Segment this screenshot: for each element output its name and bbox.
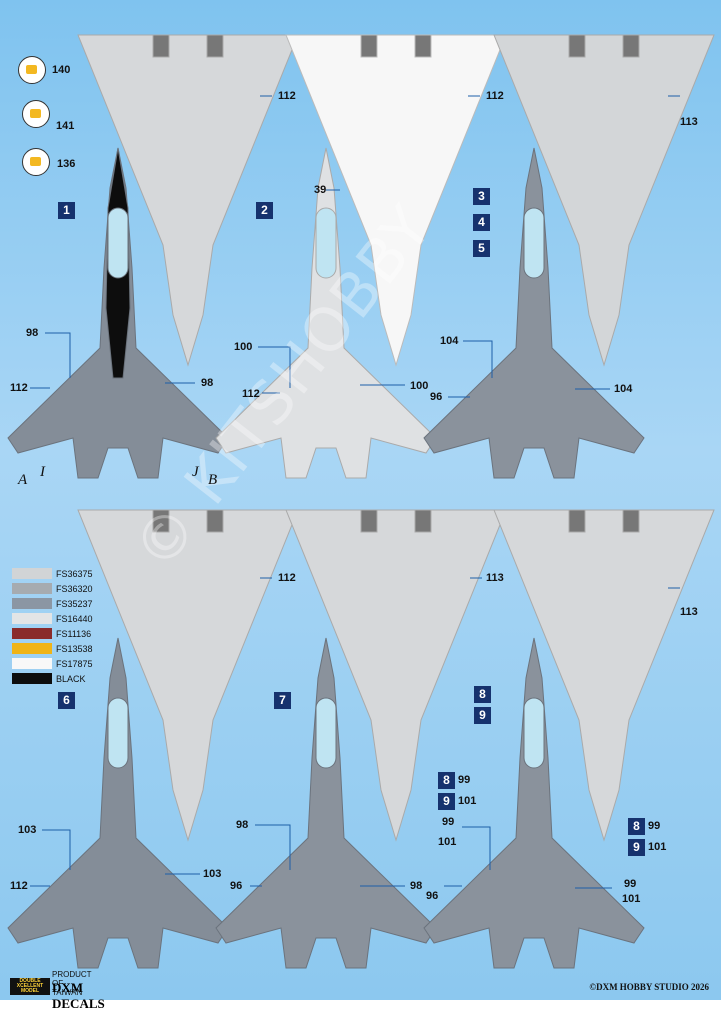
callout-label: 103 xyxy=(18,824,37,836)
scheme-badge: 2 xyxy=(256,202,273,219)
callout-label: 39 xyxy=(314,184,327,196)
logo-line: MODEL xyxy=(20,988,40,994)
patch-label: 140 xyxy=(52,64,71,76)
position-letter: A xyxy=(18,472,28,488)
callout-label: 101 xyxy=(438,836,457,848)
color-swatch: FS17875 xyxy=(12,657,107,670)
position-letter: J xyxy=(192,464,199,480)
callout-label: 112 xyxy=(10,382,28,394)
callout-label: 104 xyxy=(614,383,633,395)
scheme-badge: 1 xyxy=(58,202,75,219)
product-origin: PRODUCT OF TAIWAN xyxy=(52,970,92,997)
color-swatch: FS16440 xyxy=(12,612,107,625)
scheme-badge: 9 xyxy=(438,793,455,810)
callout-label: 96 xyxy=(230,880,243,892)
callout-label: 100 xyxy=(410,380,429,392)
callout-label: 99 xyxy=(624,878,637,890)
color-swatch: FS36320 xyxy=(12,582,107,595)
scheme-badge: 8 xyxy=(474,686,491,703)
callout-label: 96 xyxy=(426,890,439,902)
swatch-code: FS11136 xyxy=(56,628,92,639)
swatch-chip xyxy=(12,583,52,594)
swatch-chip xyxy=(12,613,52,624)
callout-label: 112 xyxy=(242,388,260,400)
copyright-notice: ©DXM HOBBY STUDIO 2026 xyxy=(589,982,709,992)
patch-icon xyxy=(18,56,46,84)
scheme-badge: 5 xyxy=(473,240,490,257)
scheme-badge: 9 xyxy=(474,707,491,724)
swatch-code: BLACK xyxy=(56,673,86,684)
swatch-chip xyxy=(12,643,52,654)
callout-label: 103 xyxy=(203,868,222,880)
scheme-badge: 8 xyxy=(438,772,455,789)
swatch-chip xyxy=(12,673,52,684)
scheme-badge: 6 xyxy=(58,692,75,709)
leader-lines xyxy=(30,95,680,889)
swatch-code: FS13538 xyxy=(56,643,93,654)
callout-label: 112 xyxy=(278,572,296,584)
color-swatch: FS36375 xyxy=(12,567,107,580)
patch-label: 141 xyxy=(56,120,75,132)
callout-label: 100 xyxy=(234,341,253,353)
callout-label: 113 xyxy=(486,572,504,584)
color-swatch: FS11136 xyxy=(12,627,107,640)
patch-label: 136 xyxy=(57,158,76,170)
callout-label: 99 xyxy=(458,774,471,786)
callout-label: 96 xyxy=(430,391,443,403)
scheme-badge: 3 xyxy=(473,188,490,205)
callout-label: 112 xyxy=(10,880,28,892)
callout-label: 98 xyxy=(410,880,423,892)
callout-label: 113 xyxy=(680,606,698,618)
swatch-chip xyxy=(12,598,52,609)
logo: DOUBLE XCELLENT MODEL xyxy=(10,978,50,995)
position-letter: B xyxy=(208,472,218,488)
logo-line: DOUBLE xyxy=(19,978,41,984)
color-swatch: BLACK xyxy=(12,672,107,685)
callout-label: 99 xyxy=(648,820,661,832)
color-swatch: FS35237 xyxy=(12,597,107,610)
callout-label: 101 xyxy=(648,841,667,853)
patch-icon xyxy=(22,148,50,176)
scheme-badge: 7 xyxy=(274,692,291,709)
swatch-chip xyxy=(12,658,52,669)
callout-label: 104 xyxy=(440,335,459,347)
callout-label: 99 xyxy=(442,816,455,828)
swatch-code: FS36320 xyxy=(56,583,93,594)
swatch-code: FS16440 xyxy=(56,613,93,624)
logo-line: XCELLENT xyxy=(16,983,44,989)
scheme-badge: 9 xyxy=(628,839,645,856)
patch-icon xyxy=(22,100,50,128)
brand-name: DXM DECALS xyxy=(52,980,105,1011)
callout-label: 112 xyxy=(486,90,504,102)
swatch-chip xyxy=(12,628,52,639)
callout-label: 98 xyxy=(201,377,214,389)
swatch-code: FS35237 xyxy=(56,598,93,609)
color-swatch: FS13538 xyxy=(12,642,107,655)
swatch-chip xyxy=(12,568,52,579)
callout-label: 101 xyxy=(458,795,477,807)
callout-label: 112 xyxy=(278,90,296,102)
swatch-code: FS36375 xyxy=(56,568,93,579)
swatch-code: FS17875 xyxy=(56,658,93,669)
callout-label: 113 xyxy=(680,116,698,128)
scheme-badge: 8 xyxy=(628,818,645,835)
callout-label: 98 xyxy=(236,819,249,831)
position-letter: I xyxy=(40,464,45,480)
callout-label: 101 xyxy=(622,893,641,905)
scheme-badge: 4 xyxy=(473,214,490,231)
aircraft-top-1 xyxy=(7,147,229,479)
callout-label: 98 xyxy=(26,327,39,339)
